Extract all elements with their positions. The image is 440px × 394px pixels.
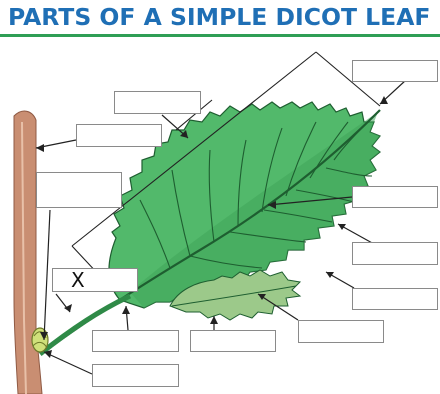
label-box-right-1[interactable] (352, 186, 438, 208)
label-box-right-2[interactable] (352, 242, 438, 265)
label-box-x[interactable]: X (52, 268, 138, 292)
label-box-top-right[interactable] (352, 60, 438, 82)
label-box-bottom-3[interactable] (92, 364, 179, 387)
axillary-bud (32, 328, 48, 352)
label-x-text: X (71, 269, 85, 291)
label-box-bottom-right[interactable] (298, 320, 384, 343)
label-box-left-middle[interactable] (36, 172, 122, 208)
label-box-bottom-2[interactable] (190, 330, 276, 352)
label-box-top-center[interactable] (114, 91, 201, 114)
label-box-left-upper[interactable] (76, 124, 162, 147)
label-box-bottom-1[interactable] (92, 330, 179, 352)
label-box-right-3[interactable] (352, 288, 438, 310)
